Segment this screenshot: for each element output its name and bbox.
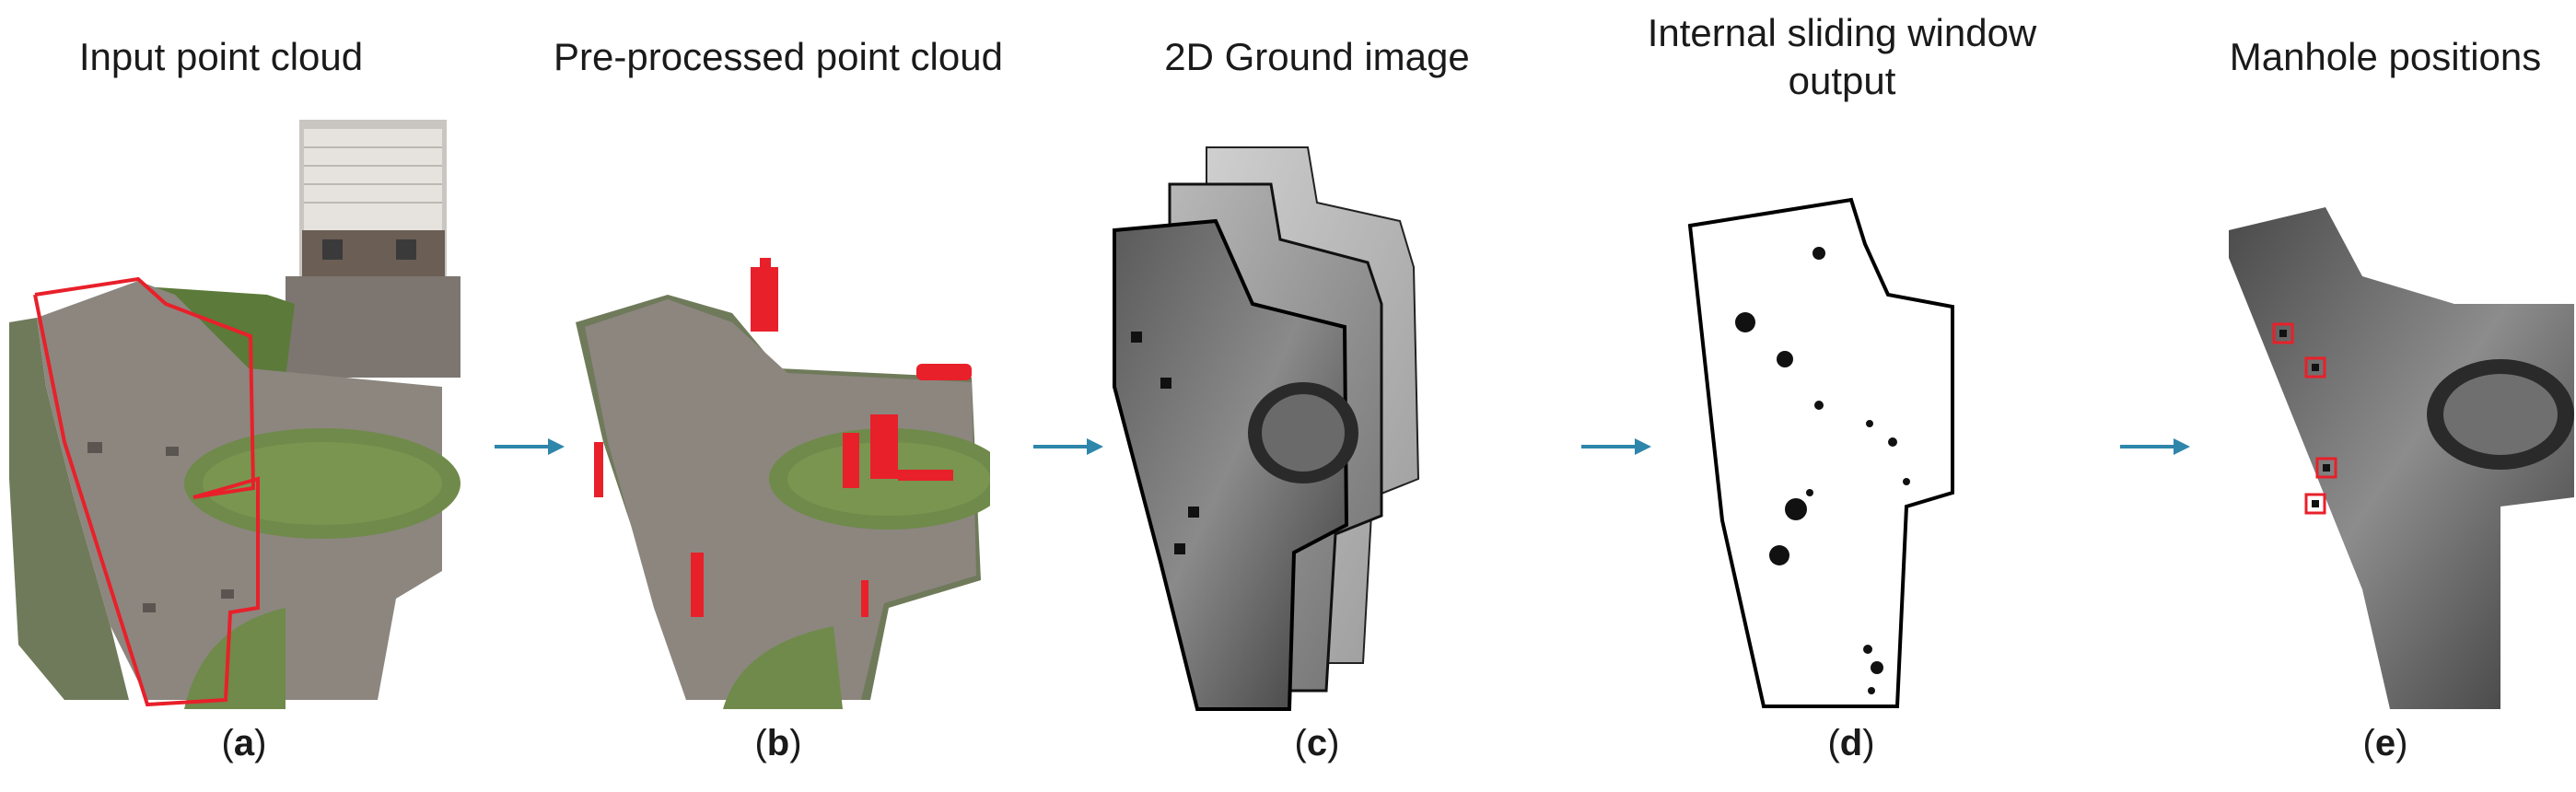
detection-blobs bbox=[1735, 247, 1910, 694]
panel-e-image bbox=[2229, 207, 2574, 709]
ground-layer-front bbox=[1113, 218, 1349, 711]
panel-d-title: Internal sliding window output bbox=[1603, 9, 2081, 105]
panel-d-title-line1: Internal sliding window bbox=[1647, 11, 2037, 54]
panel-b-image bbox=[576, 258, 990, 709]
caption-d: (d) bbox=[1827, 723, 1875, 763]
caption-e: (e) bbox=[2362, 723, 2408, 763]
region-outline bbox=[33, 276, 260, 707]
panel-d-title-line2: output bbox=[1788, 59, 1896, 102]
ground-image bbox=[2229, 207, 2574, 709]
caption-c: (c) bbox=[1294, 723, 1340, 763]
panel-b-title: Pre-processed point cloud bbox=[554, 35, 1003, 78]
arrow-a-to-b bbox=[495, 438, 565, 455]
arrow-b-to-c bbox=[1033, 438, 1103, 455]
panel-c-image bbox=[1113, 146, 1420, 711]
arrow-c-to-d bbox=[1581, 438, 1651, 455]
panel-a-title: Input point cloud bbox=[78, 35, 364, 78]
caption-b: (b) bbox=[754, 723, 802, 763]
panel-a-image bbox=[9, 120, 460, 709]
panel-e-title: Manhole positions bbox=[2229, 35, 2542, 78]
manhole-markers bbox=[2272, 322, 2337, 515]
panel-c-title: 2D Ground image bbox=[1164, 35, 1470, 78]
caption-a: (a) bbox=[221, 723, 267, 763]
arrow-d-to-e bbox=[2120, 438, 2190, 455]
output-outline bbox=[1687, 197, 1954, 708]
panel-d-image bbox=[1687, 197, 1954, 708]
